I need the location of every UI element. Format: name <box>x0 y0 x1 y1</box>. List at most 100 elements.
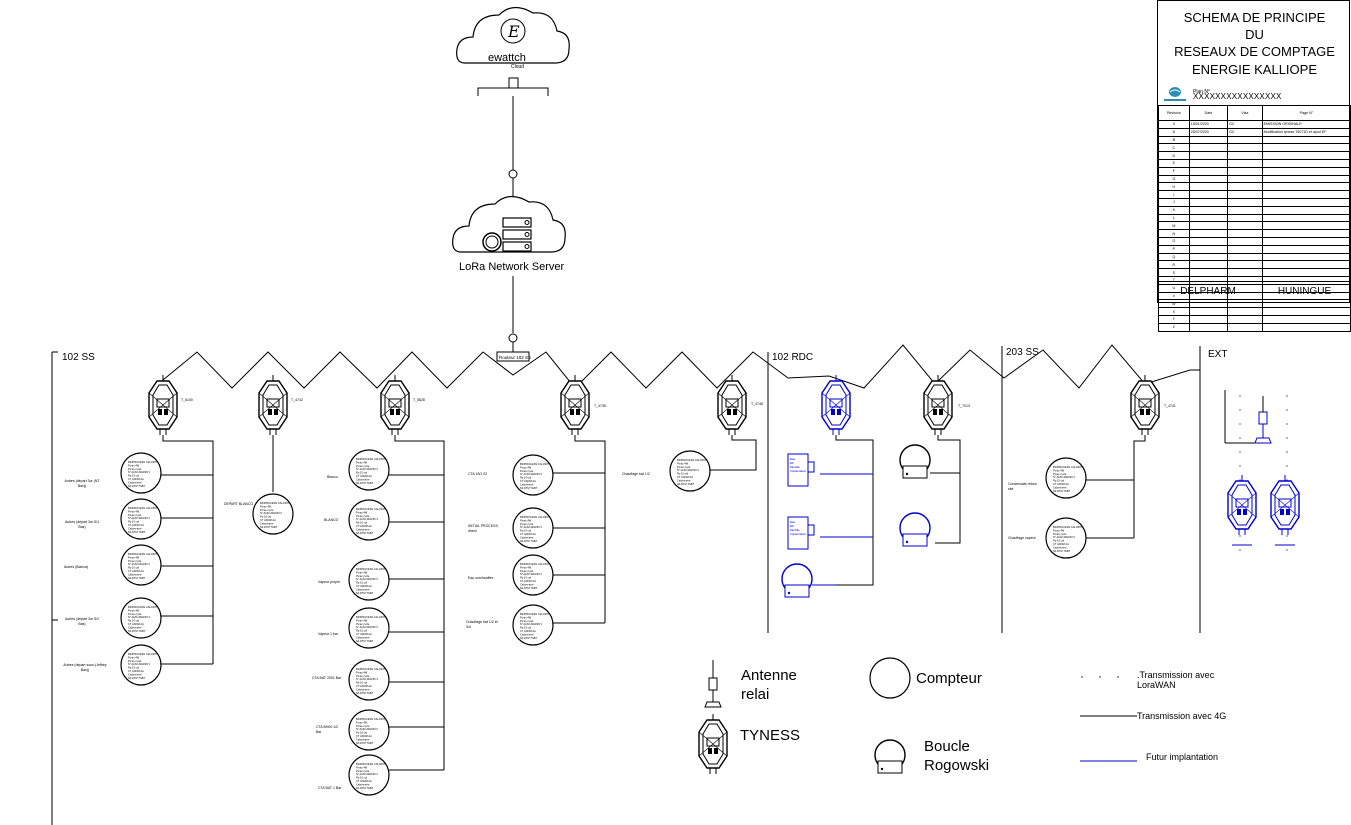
meter-text: Rp 10 cal <box>356 471 367 475</box>
lorawan-dot <box>1286 409 1288 411</box>
load-label: BLANCO <box>324 518 339 522</box>
meter-text: BIOPROCESS CALORIT <box>128 605 158 609</box>
lorawan-dot <box>1239 549 1241 551</box>
tyness-icon <box>717 375 747 435</box>
revision-row: S <box>1158 268 1351 277</box>
meter-text: N° ALIM 400/230 V <box>1053 535 1075 539</box>
zone-label-102ss: 102 SS <box>62 352 95 363</box>
revision-cell <box>1227 244 1263 254</box>
revision-cell: H <box>1158 182 1190 192</box>
meter-circle <box>1045 517 1087 559</box>
meter-text: Pmax cycle <box>128 559 142 563</box>
revision-cell: Modification tyness T6071D et ajout EF <box>1261 127 1351 137</box>
tyness-hatch <box>1227 492 1257 518</box>
meter-text: N° ALIM 400/230 V <box>520 472 542 476</box>
lorawan-dot <box>1286 535 1288 537</box>
lorawan-dot <box>1286 549 1288 551</box>
meter-text: Rp 10 cal <box>356 521 367 525</box>
revision-cell <box>1188 252 1229 262</box>
lorawan-dot <box>1239 535 1241 537</box>
revision-cell <box>1261 197 1351 207</box>
meter-text: Pmax 4W <box>520 615 532 619</box>
lorawan-dot <box>1239 423 1241 425</box>
lorawan-dot <box>1286 437 1288 439</box>
revision-row: F <box>1158 166 1351 176</box>
tyness-inner <box>825 384 847 426</box>
lorawan-dot <box>1239 409 1241 411</box>
load-label: Eau surchauffée <box>468 576 494 580</box>
tyness-key <box>390 409 394 415</box>
revision-cell <box>1227 322 1263 332</box>
meter-text: N° ALIM 400/230 V <box>356 577 378 581</box>
revision-cell <box>1227 236 1263 246</box>
meter-circle <box>348 499 390 541</box>
revision-cell: F <box>1158 166 1190 176</box>
meter-text: Pmax 4W <box>128 463 140 467</box>
legend-future-label: Futur implantation <box>1146 752 1219 762</box>
load-label: Chauffage vapeur <box>1008 536 1036 540</box>
bus-line <box>935 435 961 544</box>
meter-text: Calorimetre <box>356 477 370 481</box>
meter-text: N° ALIM 400/230 V <box>520 622 542 626</box>
revision-row: K <box>1158 205 1351 215</box>
legend-lorawan-line <box>1099 676 1101 678</box>
meter-circle <box>348 659 390 701</box>
meter-text: BIOPROCESS CALORIT <box>520 562 550 566</box>
load-label: Chauffage bat 1/2 et 3/4 <box>466 620 498 629</box>
tyness-inner <box>564 384 586 426</box>
meter-text: Calorimetre <box>1053 545 1067 549</box>
tyness-screen <box>931 398 945 408</box>
bus-line <box>394 435 445 770</box>
module-text: Module <box>790 528 800 532</box>
meter-text: BIOPROCESS CALORIT <box>520 515 550 519</box>
revision-cell: Z <box>1158 322 1190 332</box>
revision-row: W <box>1158 299 1351 309</box>
tyness-id: T_4748 <box>751 402 763 406</box>
meter-text: Calorimetre <box>520 535 534 539</box>
load-label: CTA BAT 2001 Bar <box>312 676 342 680</box>
future-rogowski-icon <box>899 512 931 547</box>
meter-text: CT ANOM AA <box>356 632 372 636</box>
meter-text: Pmax cycle <box>520 522 534 526</box>
load-label: Vapeur 1 bar <box>318 632 338 636</box>
tyness-key <box>708 748 712 754</box>
legend-rogowski-label: Boucle Rogowski <box>924 738 990 774</box>
meter-text: CT ANOM AA <box>260 518 276 522</box>
revision-row: B <box>1158 135 1351 145</box>
plan-label: Plan N° <box>1193 89 1211 95</box>
revision-cell <box>1261 260 1351 270</box>
meter-text: Pmax 4W <box>128 509 140 513</box>
revision-cell <box>1227 158 1263 168</box>
site-name: HUNINGUE <box>1277 286 1332 297</box>
load-label: Autres (départ sous-(Jeffrey Bas)) <box>63 663 107 672</box>
meter-text: CT ANOM AA <box>520 479 536 483</box>
tyness-screen <box>156 398 170 408</box>
module-text: EF <box>790 461 794 465</box>
modem-label: Routeur 102 SS <box>499 355 532 360</box>
module-text: Module <box>790 465 800 469</box>
revision-row: J <box>1158 197 1351 207</box>
revision-cell: J <box>1158 197 1190 207</box>
lorawan-dot <box>1286 451 1288 453</box>
lorawan-dot <box>1239 437 1241 439</box>
meter-text: Calorimetre <box>260 521 274 525</box>
revision-header: Date <box>1188 105 1229 121</box>
legend-antenna-label: Antenne relai <box>741 667 797 703</box>
client-name: DELPHARM <box>1180 286 1236 297</box>
revision-cell: 15/01/2020 <box>1188 120 1229 129</box>
meter-circle <box>512 507 554 549</box>
revision-cell <box>1188 236 1229 246</box>
revision-cell: GC <box>1227 120 1263 129</box>
meter-text: Rp 10 cal <box>1053 539 1064 543</box>
e-logo-letter: E <box>507 22 520 41</box>
meter-text: Rp 10 cal <box>520 576 531 580</box>
revision-cell <box>1188 229 1229 238</box>
meter-circle <box>348 559 390 601</box>
rogowski-dot <box>905 472 909 476</box>
revision-cell: I <box>1158 190 1190 199</box>
